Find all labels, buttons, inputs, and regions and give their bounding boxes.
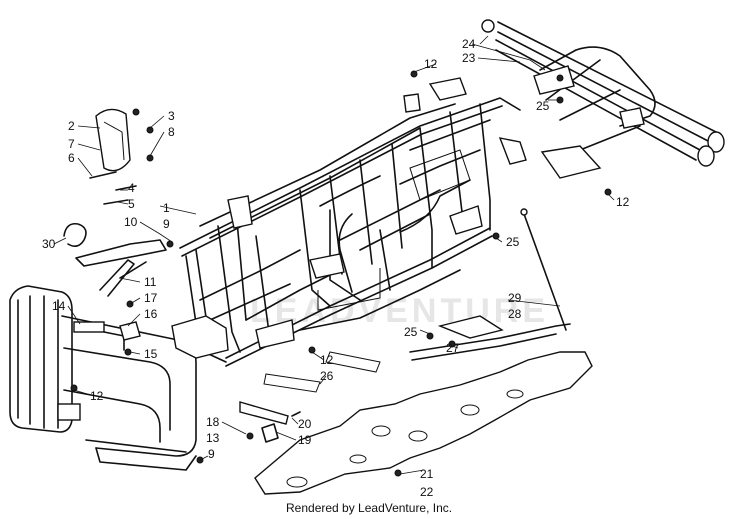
footrest-bracket <box>437 315 504 339</box>
bolt-12 <box>604 188 612 196</box>
callout-label: 24 <box>462 37 476 51</box>
steering-bracket <box>227 195 253 229</box>
callout-label: 23 <box>462 51 476 65</box>
bracket-19 <box>239 401 289 425</box>
bumper-bolt <box>70 384 78 392</box>
callout-label: 5 <box>128 197 135 211</box>
rack-bracket <box>619 107 645 129</box>
callout-label: 14 <box>52 299 66 313</box>
front-mount-plate <box>171 315 229 359</box>
main-frame <box>171 77 527 367</box>
support-arm <box>99 259 135 297</box>
nut-25 <box>492 232 500 240</box>
winch-mount <box>57 403 81 421</box>
callout-label: 4 <box>128 181 135 195</box>
rear-rack-mount-plate <box>540 145 602 179</box>
screw <box>115 185 137 191</box>
seat-latch-bracket <box>428 77 467 101</box>
callout-label: 1 <box>163 201 170 215</box>
footwell-plate <box>263 373 321 393</box>
bracket-16 <box>119 321 141 341</box>
callout-label: 29 <box>508 291 522 305</box>
callout-label: 9 <box>163 217 170 231</box>
callout-label: 12 <box>616 195 630 209</box>
callout-label: 19 <box>298 433 312 447</box>
footwell-plate <box>325 351 381 373</box>
skid-plate-hole <box>349 454 367 464</box>
callout-label: 12 <box>320 353 334 367</box>
rack-bracket <box>533 65 575 95</box>
callout-label: 3 <box>168 109 175 123</box>
spring <box>89 171 117 179</box>
callout-label: 18 <box>206 415 220 429</box>
callout-labels: 1 2 3 4 5 6 7 8 9 9 10 11 12 12 12 12 13… <box>42 37 630 499</box>
headlight-assembly <box>89 108 154 205</box>
callout-label: 16 <box>144 307 158 321</box>
watermark: LEADVENTURE <box>250 292 549 330</box>
skid-plate-hole <box>286 476 308 488</box>
callout-label: 20 <box>298 417 312 431</box>
rear-mount-bracket <box>498 137 527 165</box>
skid-plate-hole <box>371 425 391 437</box>
bolt-20 <box>291 411 301 417</box>
callout-label: 7 <box>68 137 75 151</box>
bolt <box>146 126 154 134</box>
rack-tube-end <box>697 145 715 167</box>
callout-label: 2 <box>68 119 75 133</box>
callout-label: 12 <box>424 57 438 71</box>
rack-tube-end <box>707 131 725 153</box>
rear-rack <box>495 21 725 179</box>
skid-plate-bolt <box>394 469 402 477</box>
callout-label: 12 <box>90 389 104 403</box>
leader-lines <box>53 35 615 475</box>
nut-25 <box>426 332 434 340</box>
headlight-housing <box>95 108 131 172</box>
callout-label: 25 <box>536 99 550 113</box>
callout-label: 10 <box>124 215 138 229</box>
callout-label: 15 <box>144 347 158 361</box>
callout-label: 26 <box>320 369 334 383</box>
front-bumper <box>9 285 197 471</box>
callout-label: 6 <box>68 151 75 165</box>
support-rod <box>523 213 567 331</box>
bolt-12 <box>410 70 418 78</box>
callout-label: 25 <box>404 325 418 339</box>
bolt <box>146 154 154 162</box>
callout-label: 13 <box>206 431 220 445</box>
nut-18 <box>246 432 254 440</box>
rear-gusset <box>449 205 483 235</box>
callout-label: 30 <box>42 237 56 251</box>
callout-label: 22 <box>420 485 434 499</box>
rod-end <box>520 208 528 216</box>
callout-label: 17 <box>144 291 158 305</box>
callout-label: 28 <box>508 307 522 321</box>
skid-plate-hole <box>408 430 428 442</box>
skid-plate-hole <box>506 389 524 399</box>
credit-text: Rendered by LeadVenture, Inc. <box>286 501 452 515</box>
callout-label: 11 <box>144 275 157 289</box>
clip-20 <box>261 423 279 443</box>
mid-gusset <box>309 253 345 279</box>
end-cap-24 <box>481 19 495 33</box>
skid-plate <box>254 351 593 495</box>
bumper-nameplate <box>73 321 105 333</box>
footrest-mount <box>255 319 295 349</box>
bumper-bracket <box>75 239 167 267</box>
clamp-ring <box>63 222 87 248</box>
screw <box>103 199 129 205</box>
skid-plate-hole <box>460 404 480 416</box>
callout-label: 21 <box>420 467 434 481</box>
callout-label: 25 <box>506 235 520 249</box>
callout-label: 8 <box>168 125 175 139</box>
callout-label: 9 <box>208 447 215 461</box>
top-tab <box>403 93 421 113</box>
callout-label: 27 <box>446 341 460 355</box>
bolt-9 <box>166 240 174 248</box>
bolt-27 <box>448 340 456 348</box>
rack-bolt <box>556 74 564 82</box>
bolt-12 <box>308 346 316 354</box>
bolt <box>132 108 140 116</box>
